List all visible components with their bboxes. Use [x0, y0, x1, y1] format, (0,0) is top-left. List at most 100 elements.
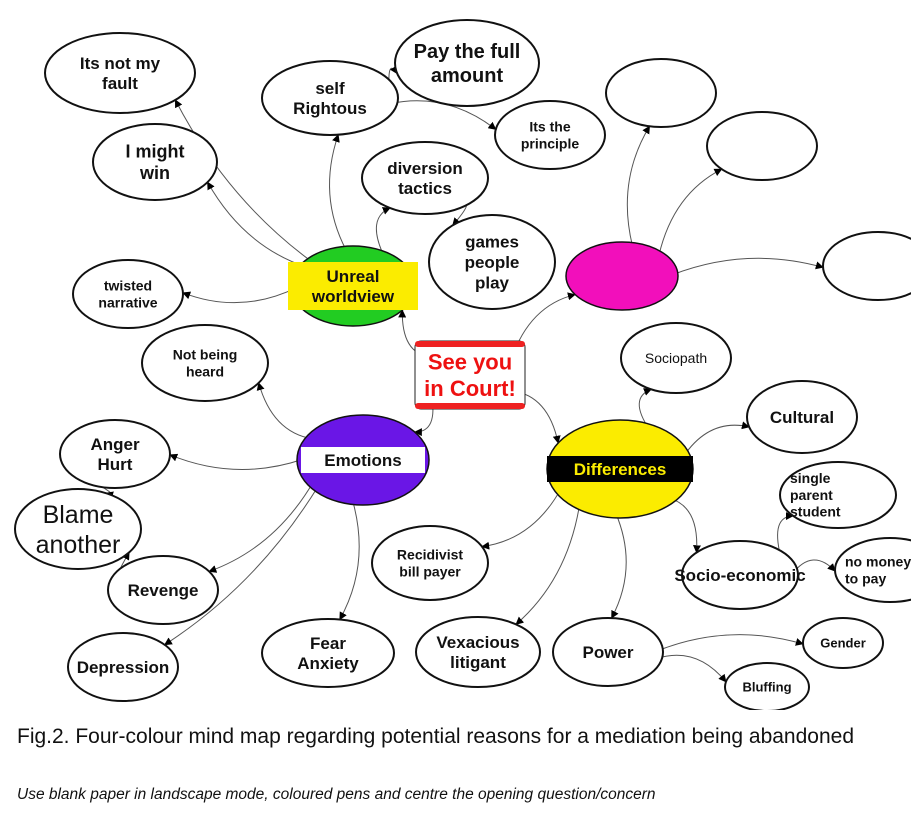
node-gender-ellipse	[802, 617, 884, 669]
node-self-rightous-ellipse	[261, 60, 399, 136]
node-socio-economic[interactable]: Socio-economic	[674, 540, 806, 610]
node-recidivist-bill-payer-label: bill payer	[399, 563, 461, 579]
node-vexacious-litigant-ellipse	[415, 616, 541, 688]
node-revenge[interactable]: Revenge	[107, 555, 219, 625]
node-fear-anxiety-ellipse	[261, 618, 395, 688]
node-sociopath[interactable]: Sociopath	[620, 322, 732, 394]
center-bottom-band	[415, 403, 525, 409]
node-its-the-principle-ellipse	[494, 100, 606, 170]
node-i-might-win-label: I might	[126, 142, 185, 162]
node-no-money-to-pay-label: to pay	[845, 570, 886, 586]
node-its-not-my-fault-label: Its not my	[80, 54, 161, 73]
node-blame-another-label: Blame	[43, 501, 114, 529]
node-self-rightous-label: self	[315, 79, 345, 98]
hub-differences-label: Differences	[574, 460, 667, 479]
node-vexacious-litigant-label: litigant	[450, 653, 506, 672]
edge-emotions-to-fear-anxiety	[339, 499, 360, 621]
node-socio-economic-label: Socio-economic	[674, 566, 805, 585]
node-bluffing[interactable]: Bluffing	[724, 662, 810, 710]
node-blank-3-ellipse	[822, 231, 911, 301]
node-cultural-label: Cultural	[770, 408, 834, 427]
node-pay-the-full-amount-label: amount	[431, 65, 504, 87]
node-not-being-heard-label: Not being	[173, 347, 238, 363]
node-games-people-play-label: games	[465, 233, 519, 252]
node-power[interactable]: Power	[552, 617, 664, 687]
node-blank-3[interactable]	[822, 231, 911, 301]
node-anger-hurt-label: Anger	[90, 435, 140, 454]
node-sociopath-label: Sociopath	[645, 350, 707, 366]
node-pay-the-full-amount-ellipse	[394, 19, 540, 107]
node-not-being-heard-ellipse	[141, 324, 269, 402]
node-twisted-narrative-label: narrative	[98, 294, 157, 310]
node-gender[interactable]: Gender	[802, 617, 884, 669]
node-blank-1[interactable]	[605, 58, 717, 128]
node-i-might-win-ellipse	[92, 123, 218, 201]
node-cultural[interactable]: Cultural	[746, 380, 858, 454]
edge-emotions-to-anger-hurt	[169, 453, 304, 470]
edge-unreal-to-its-not-my-fault	[174, 99, 313, 263]
hub-magenta-ellipse	[565, 241, 679, 311]
node-blank-2[interactable]	[706, 111, 818, 181]
node-single-parent-student-label: single	[790, 470, 831, 486]
node-depression-ellipse	[67, 632, 179, 702]
edge-emotions-to-not-being-heard	[256, 382, 313, 440]
node-depression[interactable]: Depression	[67, 632, 179, 702]
hub-magenta[interactable]	[565, 241, 679, 311]
center-label: in Court!	[424, 376, 516, 401]
hub-unreal-label: Unreal	[327, 267, 380, 286]
hub-differences[interactable]: Differences	[546, 419, 694, 519]
node-not-being-heard-label: heard	[186, 363, 224, 379]
edge-unreal-to-twisted-narrative	[182, 286, 298, 304]
node-diversion-tactics-label: tactics	[398, 179, 452, 198]
edge-emotions-to-depression	[163, 486, 319, 646]
node-recidivist-bill-payer-ellipse	[371, 525, 489, 601]
node-twisted-narrative-label: twisted	[104, 278, 152, 294]
node-its-not-my-fault-label: fault	[102, 74, 138, 93]
edge-differences-to-recidivist-bill-payer	[481, 488, 562, 550]
node-single-parent-student-label: student	[790, 504, 841, 520]
node-power-ellipse	[552, 617, 664, 687]
node-twisted-narrative-ellipse	[72, 259, 184, 329]
hub-emotions[interactable]: Emotions	[296, 414, 430, 506]
edge-unreal-to-i-might-win	[207, 181, 306, 268]
node-no-money-to-pay-ellipse	[834, 537, 911, 603]
node-socio-economic-ellipse	[681, 540, 799, 610]
hub-differences-band	[547, 456, 693, 482]
figure-caption: Fig.2. Four-colour mind map regarding po…	[17, 725, 855, 748]
node-bluffing-label: Bluffing	[742, 680, 791, 695]
node-bluffing-ellipse	[724, 662, 810, 710]
node-its-the-principle-label: Its the	[529, 119, 570, 135]
edge-power-to-bluffing	[656, 654, 727, 683]
node-its-the-principle-label: principle	[521, 135, 580, 151]
figure-subcaption: Use blank paper in landscape mode, colou…	[17, 786, 656, 803]
hub-unreal-band	[288, 262, 418, 310]
node-revenge-ellipse	[107, 555, 219, 625]
node-anger-hurt-ellipse	[59, 419, 171, 489]
node-gender-label: Gender	[820, 636, 866, 651]
edge-differences-to-cultural	[682, 421, 750, 458]
node-vexacious-litigant-label: Vexacious	[436, 633, 519, 652]
node-games-people-play-label: people	[465, 253, 520, 272]
node-power-label: Power	[582, 643, 633, 662]
node-blame-another-label: another	[36, 531, 121, 559]
